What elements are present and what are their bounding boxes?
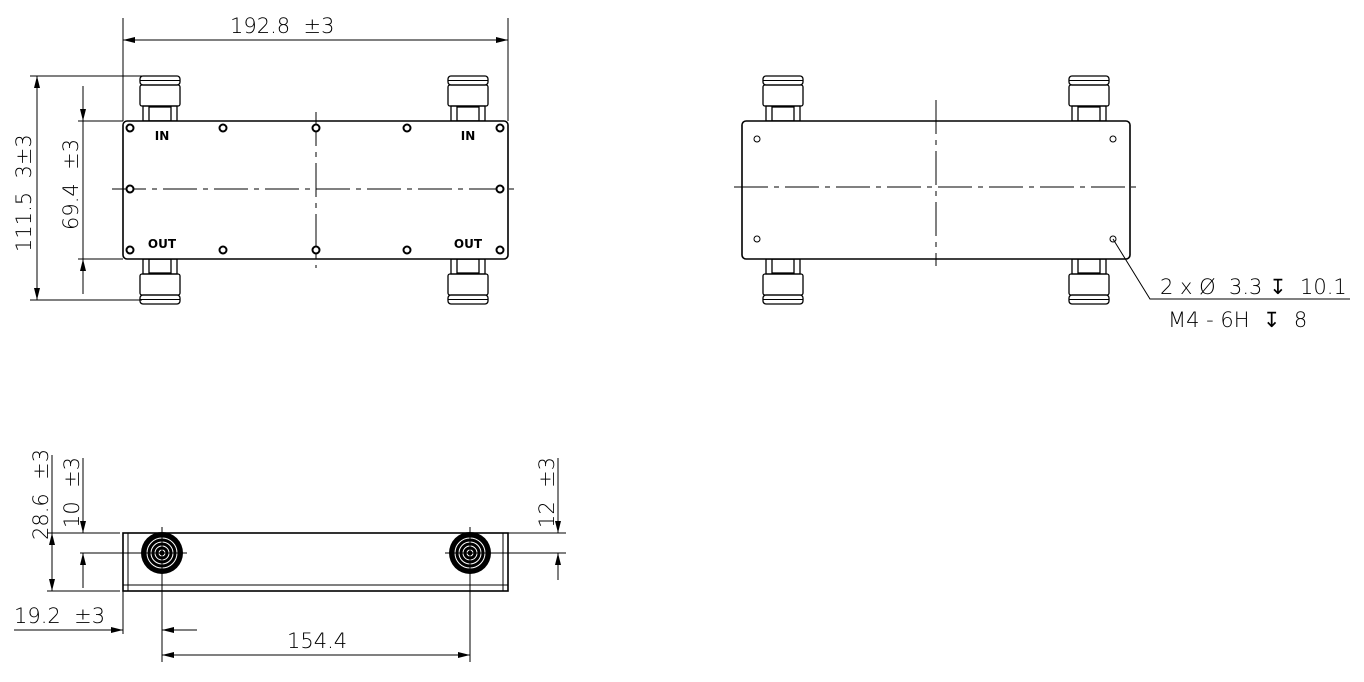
side-view: 28.6 ±3 10 ±3 12 ±3 19.2 ±3 154.4 <box>14 449 566 662</box>
port-label-in: IN <box>461 129 476 143</box>
connector <box>762 75 804 122</box>
connector <box>1068 75 1110 122</box>
right-offset-dimension: 12 ±3 <box>535 457 559 528</box>
connector-in-right <box>447 75 489 122</box>
mounting-holes <box>125 123 505 255</box>
body-outline <box>122 532 509 592</box>
thread-callout: M4 - 6H ↧ 8 <box>1168 308 1307 332</box>
leader-line <box>1112 238 1350 300</box>
port-label-out: OUT <box>454 237 483 251</box>
connector-out-left <box>139 258 181 305</box>
connector <box>762 258 804 305</box>
connector-spacing-dimension: 154.4 <box>287 629 347 653</box>
overall-height-dimension: 111.5 3±3 <box>12 134 36 252</box>
connector-out-right <box>447 258 489 305</box>
side-height-dimension: 28.6 ±3 <box>29 449 53 540</box>
port-label-in: IN <box>155 129 170 143</box>
rear-view: 2 x Ø 3.3 ↧ 10.1 M4 - 6H ↧ 8 <box>734 75 1350 332</box>
port-label-out: OUT <box>148 237 177 251</box>
connector <box>1068 258 1110 305</box>
hole-callout: 2 x Ø 3.3 ↧ 10.1 <box>1160 275 1347 299</box>
left-edge-dimension: 19.2 ±3 <box>14 604 105 628</box>
top-view: IN IN OUT OUT 192.8 ±3 111.5 3±3 69.4 ±3 <box>12 14 518 305</box>
body-height-dimension: 69.4 ±3 <box>59 139 83 230</box>
connector-in-left <box>139 75 181 122</box>
connector-offset-dimension: 10 ±3 <box>60 457 84 528</box>
width-dimension: 192.8 ±3 <box>230 14 334 38</box>
